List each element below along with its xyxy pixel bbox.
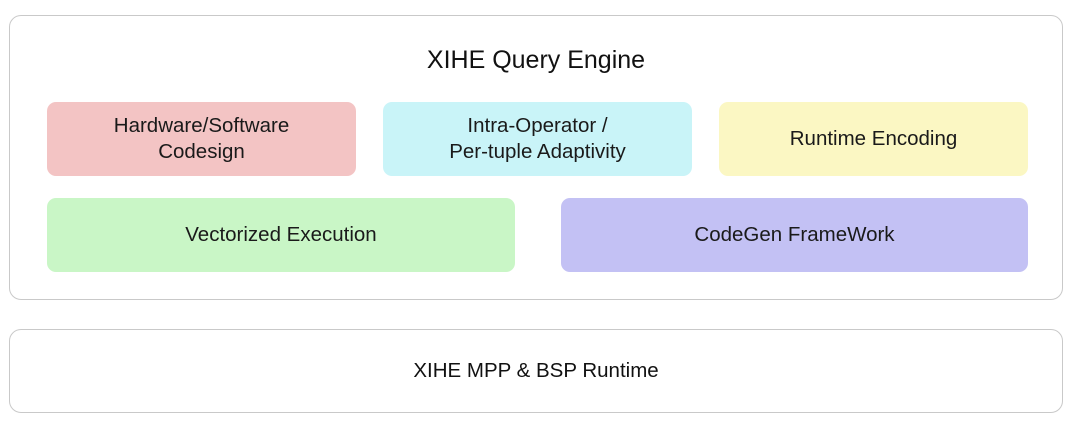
hardware-software-label-line2: Codesign	[158, 140, 245, 163]
vectorized-execution-label: Vectorized Execution	[185, 223, 377, 246]
hardware-software-label-line1: Hardware/Software	[113, 114, 290, 137]
runtime-encoding-box: Runtime Encoding	[719, 102, 1028, 176]
query-engine-container: XIHE Query Engine Hardware/Software Code…	[9, 15, 1063, 300]
codegen-framework-label: CodeGen FrameWork	[694, 223, 895, 246]
hardware-software-codesign-box: Hardware/Software Codesign	[47, 102, 356, 176]
intra-operator-adaptivity-box: Intra-Operator / Per-tuple Adaptivity	[383, 102, 692, 176]
runtime-encoding-label: Runtime Encoding	[789, 127, 958, 150]
intra-operator-label-line2: Per-tuple Adaptivity	[449, 140, 626, 163]
vectorized-execution-box: Vectorized Execution	[47, 198, 515, 272]
intra-operator-label-line1: Intra-Operator /	[467, 114, 608, 137]
mpp-bsp-runtime-box: XIHE MPP & BSP Runtime	[9, 329, 1063, 413]
query-engine-title: XIHE Query Engine	[426, 46, 646, 74]
codegen-framework-box: CodeGen FrameWork	[561, 198, 1028, 272]
mpp-bsp-runtime-label: XIHE MPP & BSP Runtime	[413, 359, 659, 382]
